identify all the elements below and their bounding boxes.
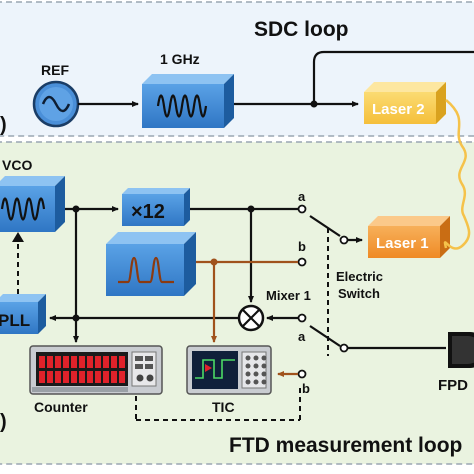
optical-fiber xyxy=(443,99,471,250)
mixer-label: Mixer 1 xyxy=(266,288,311,303)
ftd-edge-text: ) xyxy=(0,411,7,433)
mixer xyxy=(237,304,265,332)
port-a-bottom: a xyxy=(298,329,306,344)
pll-label: PLL xyxy=(0,311,30,330)
fpd-label: FPD xyxy=(438,377,468,394)
ref-label: REF xyxy=(41,62,69,78)
pll-block xyxy=(0,294,46,334)
fpd-detector xyxy=(448,332,474,368)
multiplier-label: ×12 xyxy=(131,201,165,223)
ftd-loop-region xyxy=(0,141,474,465)
oscilloscope-trace xyxy=(195,359,235,379)
sine-wave-icon xyxy=(0,197,46,221)
port-b-top: b xyxy=(298,239,306,254)
pulse-train-icon xyxy=(118,256,174,284)
source-1ghz-block xyxy=(142,74,234,128)
vco-label: VCO xyxy=(2,157,32,173)
junction-dots xyxy=(72,100,318,322)
ref-oscillator xyxy=(32,80,80,128)
junction-dot-brown xyxy=(210,258,218,266)
sdc-loop-title: SDC loop xyxy=(254,18,349,41)
tic-label: TIC xyxy=(212,399,235,415)
counter-display xyxy=(39,356,125,383)
counter-instrument xyxy=(29,345,163,395)
laser1-label: Laser 1 xyxy=(376,235,429,252)
laser2-label: Laser 2 xyxy=(372,101,425,118)
dashed-control-lines xyxy=(17,228,329,421)
tic-instrument xyxy=(186,345,272,395)
counter-label: Counter xyxy=(34,399,88,415)
sdc-edge-text: ) xyxy=(0,114,7,136)
vco-block xyxy=(0,176,65,232)
ftd-loop-title: FTD measurement loop xyxy=(229,434,462,457)
pll-to-vco-arrowhead xyxy=(12,232,24,242)
multiplier-block xyxy=(122,188,190,226)
laser1-block xyxy=(368,216,450,258)
laser2-block xyxy=(364,82,446,124)
port-b-bottom: b xyxy=(302,381,310,396)
switch-label-line2: Switch xyxy=(338,286,380,301)
port-a-top: a xyxy=(298,189,306,204)
switch-label-line1: Electric xyxy=(336,269,383,284)
switch-ports xyxy=(297,204,349,379)
source-1ghz-label: 1 GHz xyxy=(160,51,200,67)
sine-wave-icon xyxy=(156,94,208,118)
pulse-source-block xyxy=(106,232,196,296)
